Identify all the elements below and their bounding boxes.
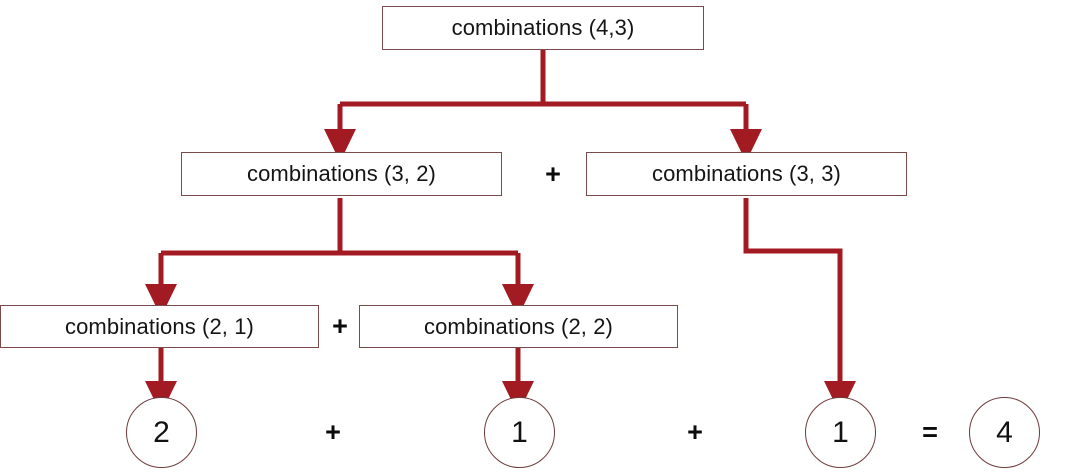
node-combinations-2-1[interactable]: combinations (2, 1) — [0, 305, 319, 348]
node-combinations-2-2[interactable]: combinations (2, 2) — [359, 305, 678, 348]
result-circle-total-4[interactable]: 4 — [969, 397, 1040, 468]
node-combinations-2-1-label: combinations (2, 1) — [65, 313, 254, 339]
operator-equals: = — [922, 417, 938, 447]
result-circle-1-a[interactable]: 1 — [484, 397, 555, 468]
result-circle-total-4-value: 4 — [996, 415, 1013, 449]
result-circle-1-a-value: 1 — [511, 415, 528, 449]
result-circle-1-b[interactable]: 1 — [805, 397, 876, 468]
operator-plus-result-1: + — [325, 417, 341, 447]
edge-c33-to-result — [743, 198, 857, 414]
node-combinations-4-3-label: combinations (4,3) — [451, 15, 635, 40]
node-combinations-3-2-label: combinations (3, 2) — [247, 161, 436, 186]
node-combinations-3-3-label: combinations (3, 3) — [652, 161, 841, 186]
node-combinations-2-2-label: combinations (2, 2) — [424, 313, 613, 339]
operator-plus-result-2: + — [687, 417, 703, 447]
operator-plus-level3: + — [332, 311, 348, 341]
node-combinations-3-3[interactable]: combinations (3, 3) — [586, 152, 907, 196]
operator-plus-level2: + — [545, 158, 561, 189]
result-circle-1-b-value: 1 — [832, 415, 849, 449]
node-combinations-3-2[interactable]: combinations (3, 2) — [181, 152, 502, 196]
node-combinations-4-3[interactable]: combinations (4,3) — [382, 6, 704, 50]
result-circle-2-value: 2 — [153, 415, 170, 449]
result-circle-2[interactable]: 2 — [126, 397, 197, 468]
